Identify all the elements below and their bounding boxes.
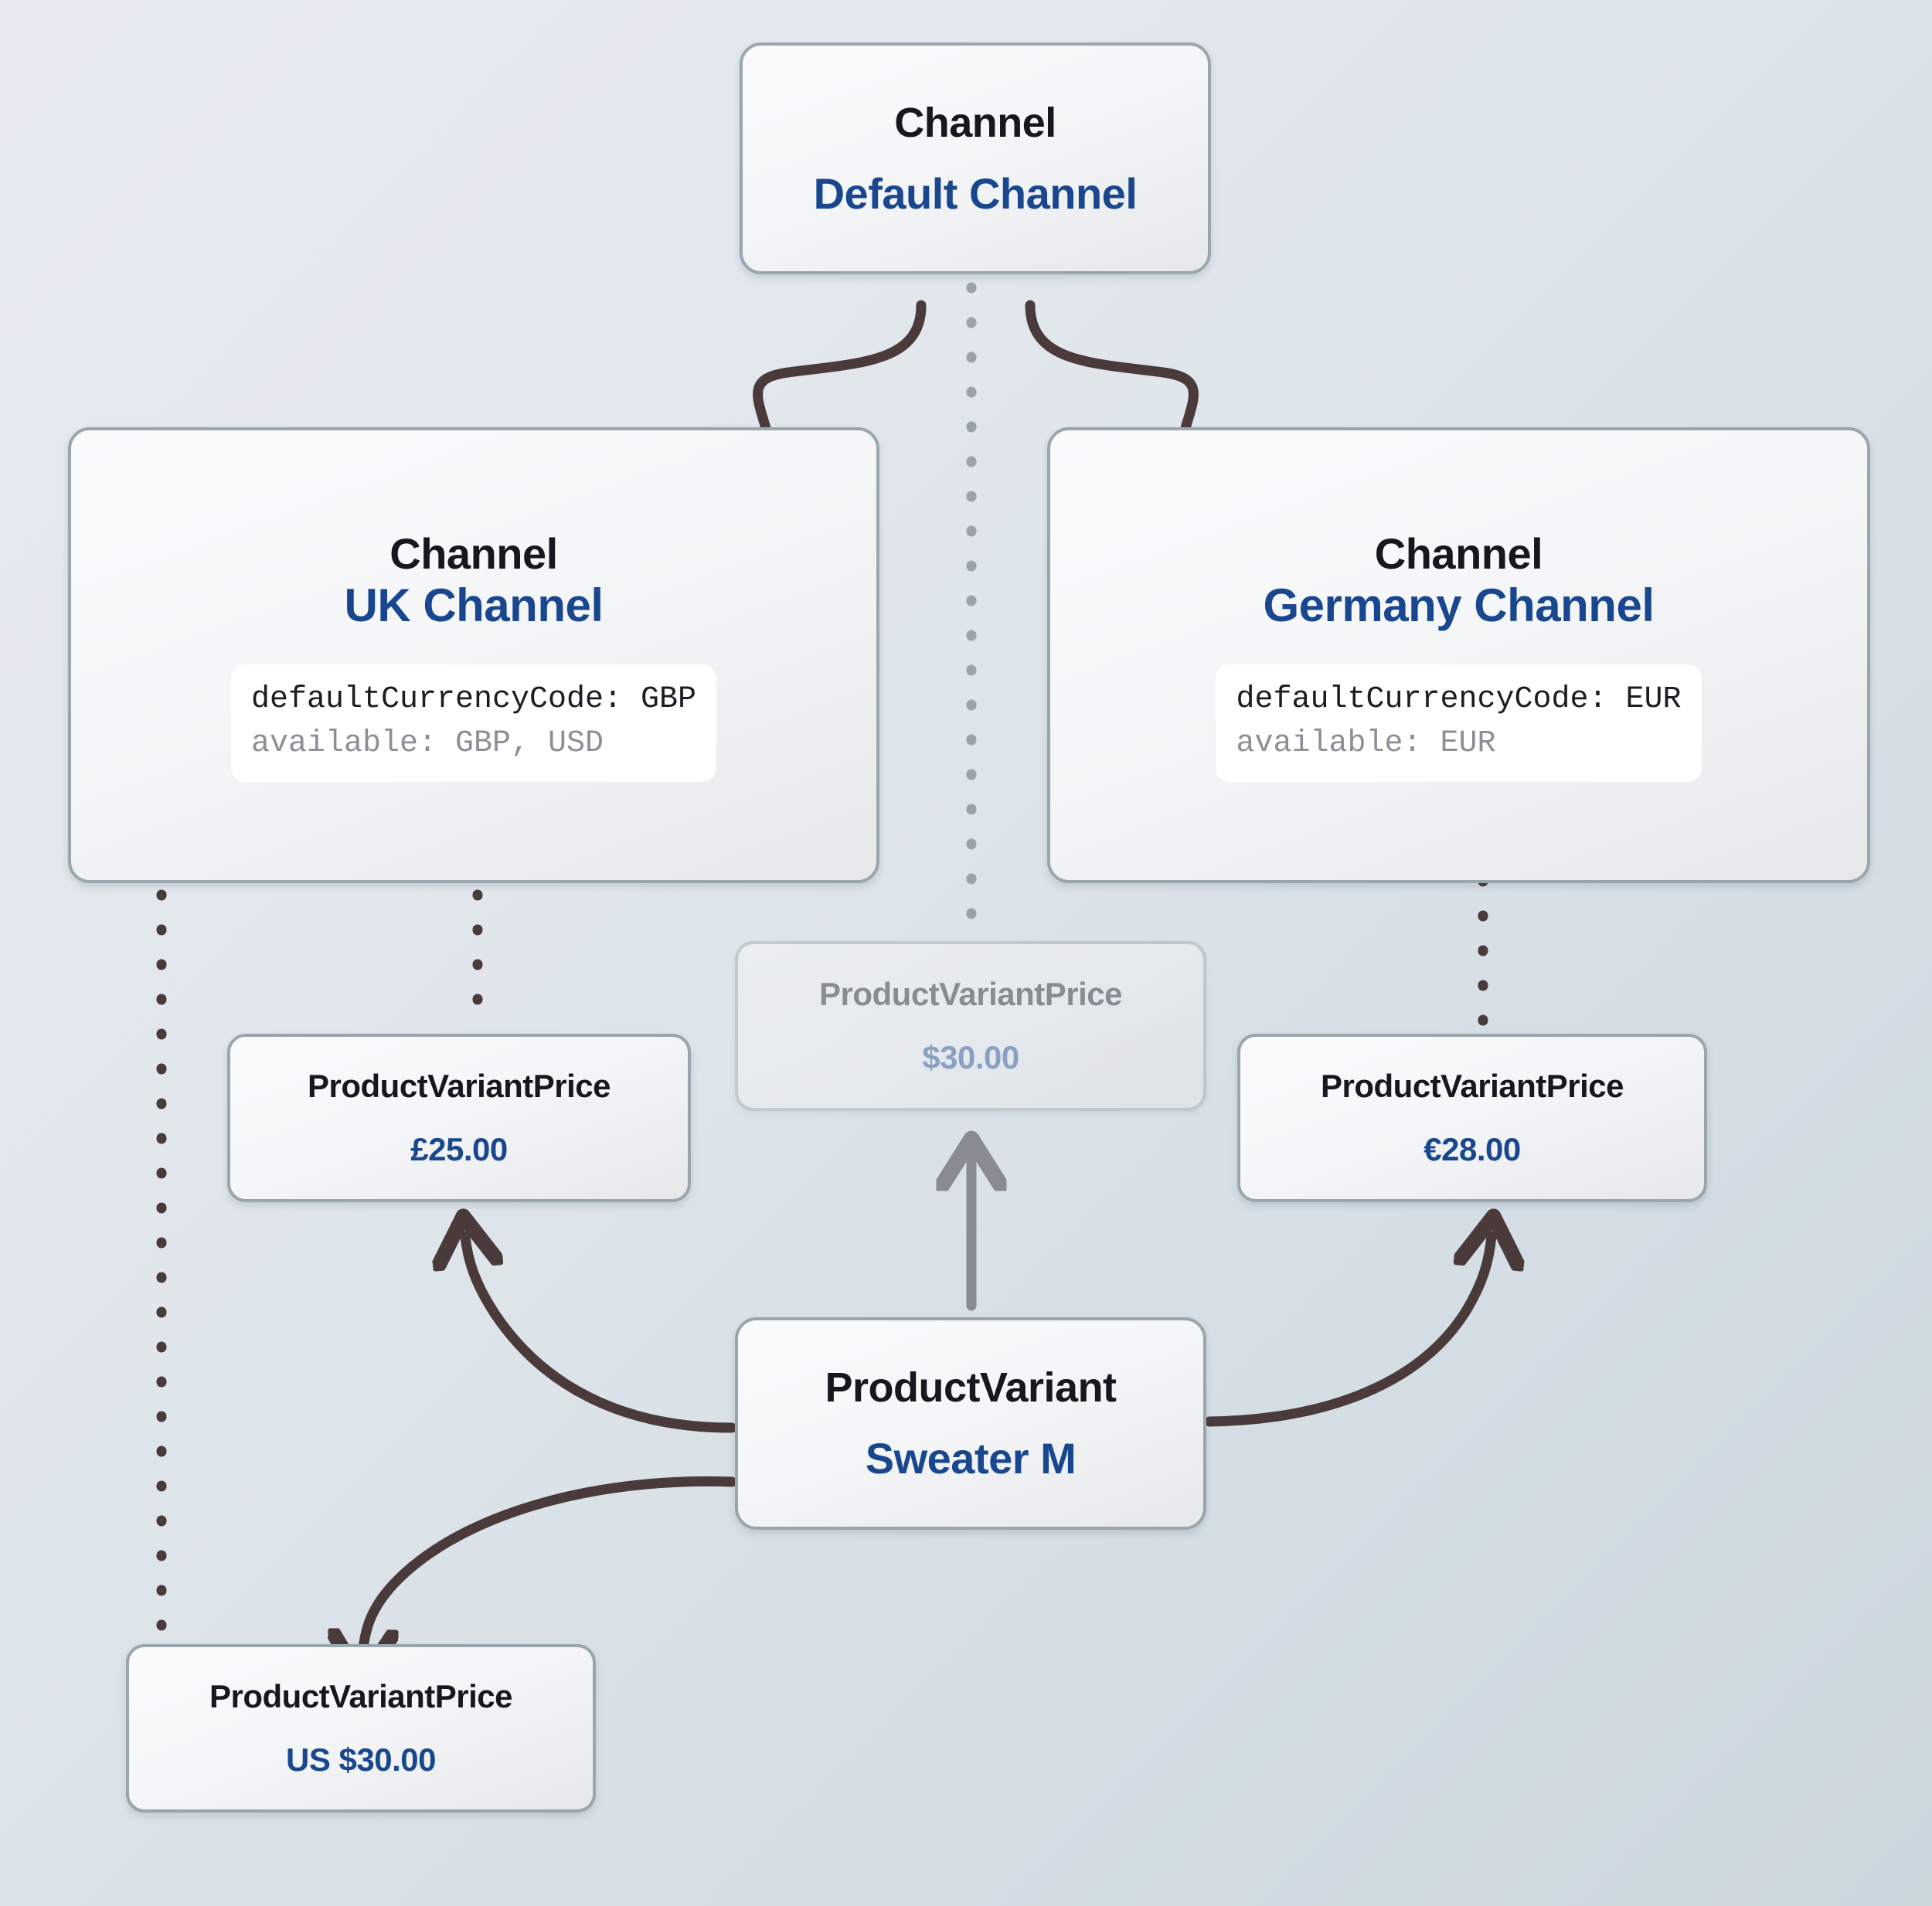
edge-variant-to-price-eur xyxy=(1204,1236,1492,1427)
node-price-usd[interactable]: ProductVariantPrice US $30.00 xyxy=(126,1644,596,1813)
node-type-label: Channel xyxy=(894,99,1056,146)
node-uk-channel[interactable]: Channel UK Channel defaultCurrencyCode: … xyxy=(68,427,879,883)
node-type-label: ProductVariant xyxy=(825,1364,1117,1411)
node-name-label: US $30.00 xyxy=(286,1741,436,1778)
node-name-label: Germany Channel xyxy=(1263,579,1655,632)
node-type-label: ProductVariantPrice xyxy=(1321,1068,1624,1104)
node-price-gbp[interactable]: ProductVariantPrice £25.00 xyxy=(227,1034,691,1202)
node-type-label: ProductVariantPrice xyxy=(819,976,1122,1012)
attr-available-currencies: available: EUR xyxy=(1236,726,1496,761)
node-price-usd-default[interactable]: ProductVariantPrice $30.00 xyxy=(735,941,1206,1111)
node-germany-channel[interactable]: Channel Germany Channel defaultCurrencyC… xyxy=(1047,427,1870,883)
node-name-label: Sweater M xyxy=(865,1434,1077,1483)
node-price-eur[interactable]: ProductVariantPrice €28.00 xyxy=(1237,1034,1707,1202)
node-name-label: €28.00 xyxy=(1423,1131,1521,1167)
node-default-channel[interactable]: Channel Default Channel xyxy=(740,42,1211,274)
attributes-panel: defaultCurrencyCode: GBP available: GBP,… xyxy=(230,664,717,782)
node-type-label: Channel xyxy=(389,529,558,579)
node-type-label: ProductVariantPrice xyxy=(209,1678,512,1714)
edge-variant-to-price-gbp xyxy=(465,1236,737,1433)
attr-default-currency-code: defaultCurrencyCode: EUR xyxy=(1236,682,1682,718)
node-name-label: Default Channel xyxy=(813,168,1138,218)
node-type-label: ProductVariantPrice xyxy=(308,1068,611,1104)
node-type-label: Channel xyxy=(1374,529,1543,579)
node-name-label: £25.00 xyxy=(410,1131,508,1167)
attr-default-currency-code: defaultCurrencyCode: GBP xyxy=(250,682,697,718)
node-product-variant[interactable]: ProductVariant Sweater M xyxy=(735,1317,1206,1530)
attr-available-currencies: available: GBP, USD xyxy=(250,726,604,761)
attributes-panel: defaultCurrencyCode: EUR available: EUR xyxy=(1216,664,1702,782)
node-name-label: $30.00 xyxy=(922,1039,1019,1075)
node-name-label: UK Channel xyxy=(344,579,604,632)
edge-variant-to-price-usd xyxy=(362,1476,737,1661)
